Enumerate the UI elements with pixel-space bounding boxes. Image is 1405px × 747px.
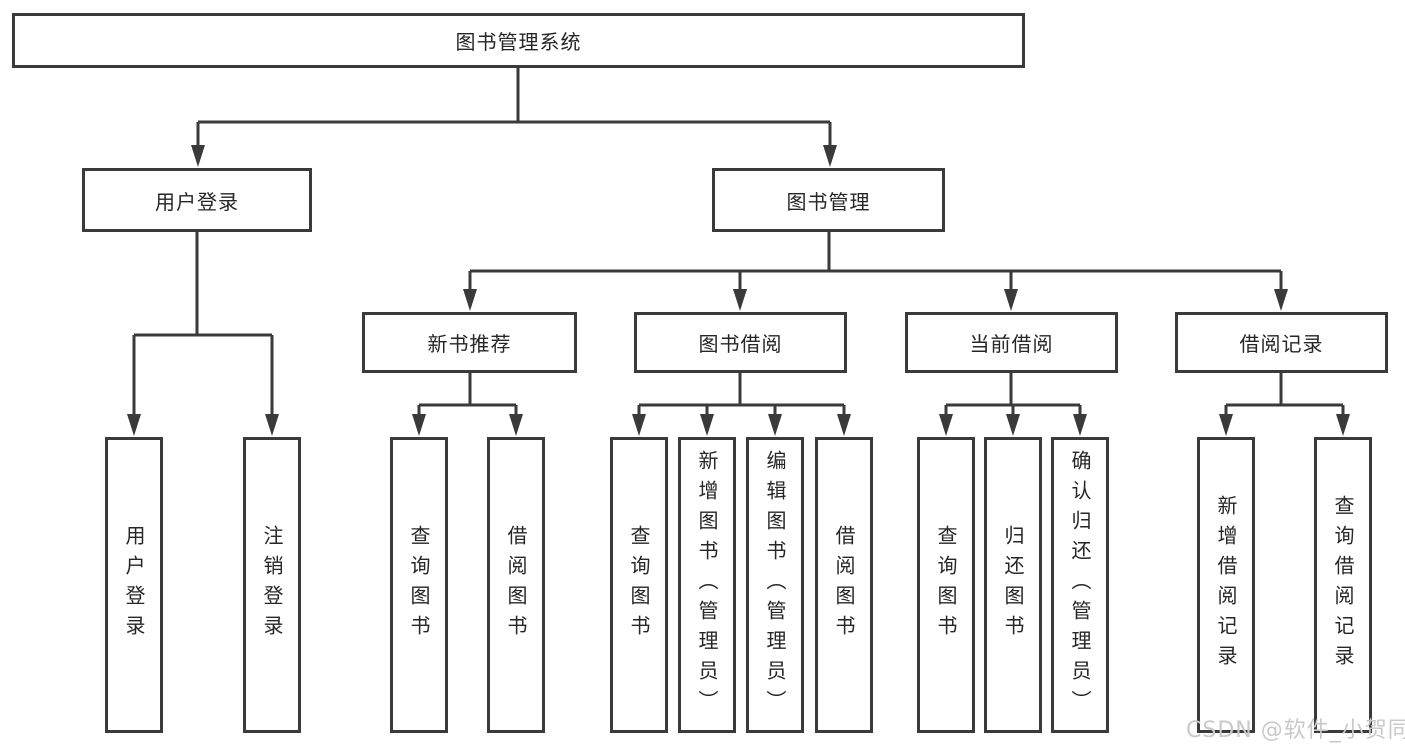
node-library-management-system: 图书管理系统	[12, 13, 1025, 68]
node-label: 用户登录	[122, 525, 146, 645]
node-label: 编辑图书（管理员）	[763, 450, 787, 720]
leaf-logout: 注销登录	[243, 437, 301, 733]
leaf-bb-edit-books-admin: 编辑图书（管理员）	[746, 437, 804, 733]
node-label: 查询图书	[407, 525, 431, 645]
leaf-bb-add-books-admin: 新增图书（管理员）	[678, 437, 736, 733]
leaf-bb-borrow-books: 借阅图书	[815, 437, 873, 733]
node-borrowing-records: 借阅记录	[1175, 312, 1388, 373]
node-label: 归还图书	[1001, 525, 1025, 645]
node-label: 借阅图书	[832, 525, 856, 645]
node-label: 图书管理系统	[455, 30, 582, 54]
leaf-br-query-record: 查询借阅记录	[1314, 437, 1372, 733]
leaf-nb-borrow-books: 借阅图书	[487, 437, 545, 733]
leaf-br-add-record: 新增借阅记录	[1197, 437, 1255, 733]
node-label: 新增图书（管理员）	[695, 450, 719, 720]
node-book-borrowing: 图书借阅	[634, 312, 847, 373]
leaf-bb-query-books: 查询图书	[610, 437, 668, 733]
node-label: 图书管理	[786, 189, 871, 214]
node-label: 查询借阅记录	[1331, 495, 1355, 675]
node-label: 新增借阅记录	[1214, 495, 1238, 675]
leaf-nb-query-books: 查询图书	[390, 437, 448, 733]
node-label: 用户登录	[155, 189, 239, 214]
node-label: 注销登录	[260, 525, 284, 645]
node-label: 借阅记录	[1239, 332, 1324, 356]
node-current-borrowing: 当前借阅	[905, 312, 1118, 373]
node-label: 当前借阅	[969, 332, 1054, 356]
node-label: 查询图书	[627, 525, 651, 645]
node-label: 查询图书	[934, 525, 958, 645]
node-label: 图书借阅	[698, 332, 783, 356]
leaf-user-login: 用户登录	[105, 437, 163, 733]
node-book-management: 图书管理	[712, 168, 945, 232]
csdn-watermark: CSDN @软件_小贺同学	[1186, 718, 1405, 743]
leaf-cb-return-books: 归还图书	[984, 437, 1042, 733]
node-label: 确认归还（管理员）	[1068, 450, 1092, 720]
node-label: 新书推荐	[427, 332, 512, 356]
leaf-cb-query-books: 查询图书	[917, 437, 975, 733]
node-label: 借阅图书	[504, 525, 528, 645]
node-user-login: 用户登录	[82, 168, 312, 232]
leaf-cb-confirm-return-admin: 确认归还（管理员）	[1051, 437, 1109, 733]
node-new-book-recommend: 新书推荐	[362, 312, 577, 373]
